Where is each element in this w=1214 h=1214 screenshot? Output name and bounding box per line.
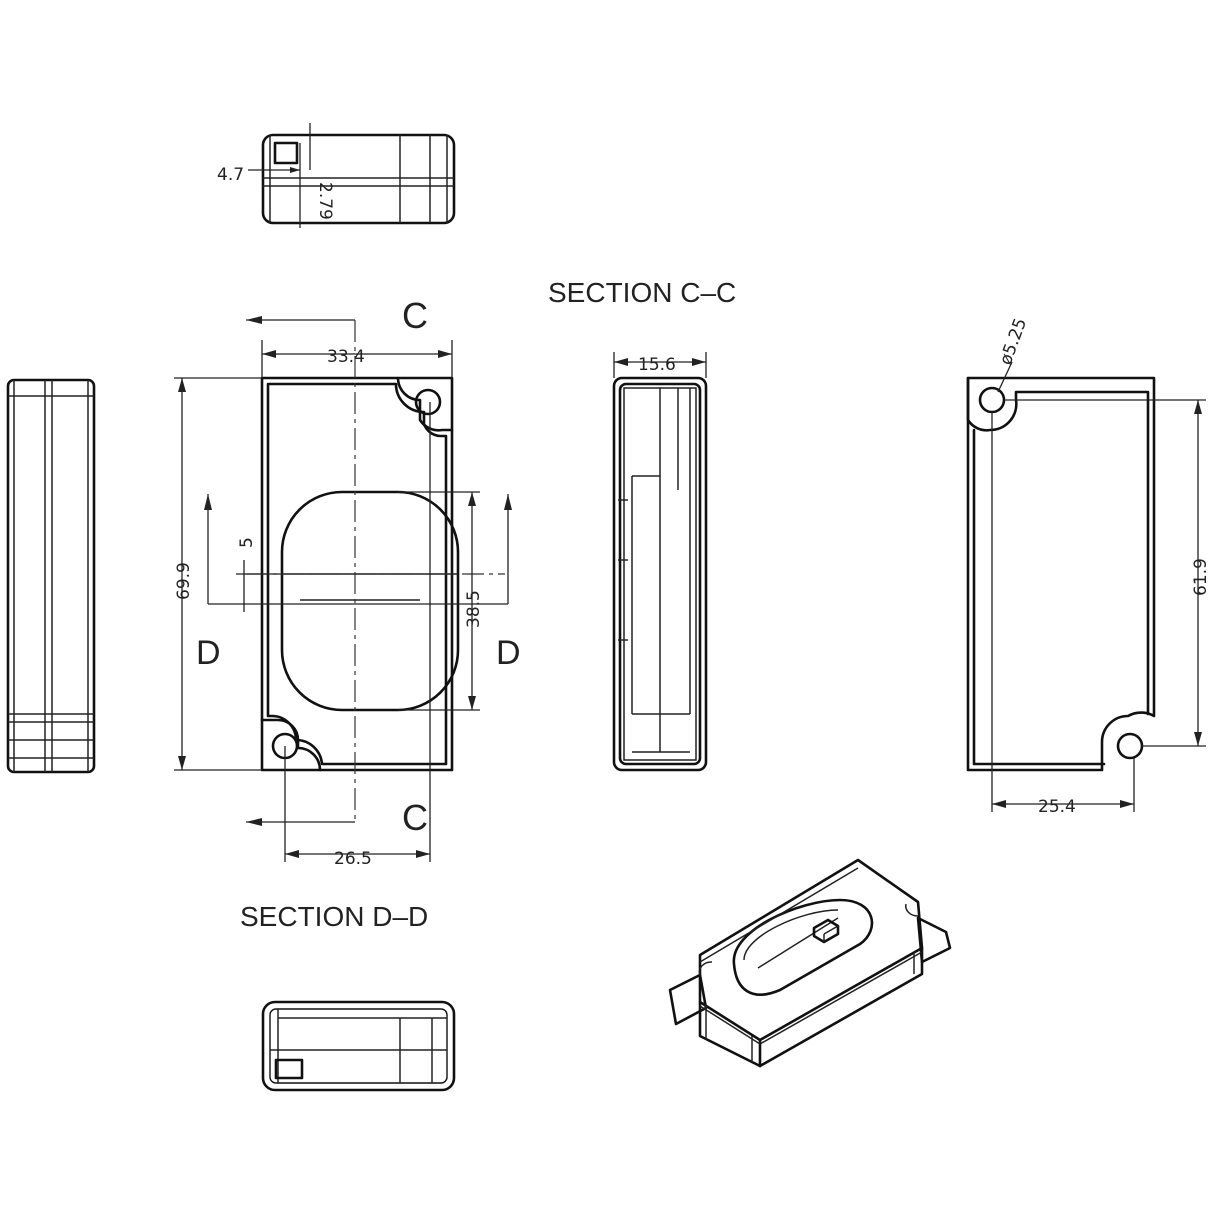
dim-hole-diameter: ø5.25 <box>996 316 1031 368</box>
dim-15-6: 15.6 <box>638 355 676 375</box>
dim-26-5: 26.5 <box>334 849 372 869</box>
isometric-view <box>668 858 952 1068</box>
left-side-view <box>6 378 96 774</box>
dim-38-5: 38.5 <box>464 590 484 628</box>
dim-33-4: 33.4 <box>327 347 365 367</box>
section-cc-label: SECTION C–C <box>548 277 736 308</box>
top-view <box>248 123 456 228</box>
dim-61-9: 61.9 <box>1191 558 1211 596</box>
cut-label-d-right: D <box>496 634 521 672</box>
cut-label-d-left: D <box>196 634 221 672</box>
section-dd-view <box>261 1000 456 1092</box>
dim-2-79: 2.79 <box>315 182 335 220</box>
dim-69-9: 69.9 <box>174 562 194 600</box>
dim-5: 5 <box>237 537 257 548</box>
dim-4-7: 4.7 <box>217 165 244 185</box>
cut-label-c-bottom: C <box>402 797 428 838</box>
back-view <box>966 361 1206 812</box>
dim-25-4: 25.4 <box>1038 797 1076 817</box>
section-cc-view <box>612 352 708 772</box>
front-view <box>174 316 512 862</box>
section-dd-label: SECTION D–D <box>240 901 428 932</box>
cut-label-c-top: C <box>402 295 428 336</box>
